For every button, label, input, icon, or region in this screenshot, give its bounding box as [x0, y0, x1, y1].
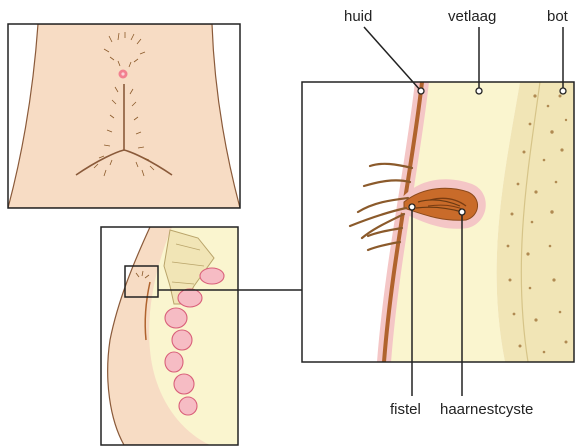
detail-panel — [302, 82, 574, 362]
label-bone: bot — [547, 8, 569, 25]
label-fat-layer-group: vetlaag — [448, 8, 496, 94]
back-view-panel — [8, 24, 240, 208]
label-pilonidal-cyst: haarnestcyste — [440, 401, 533, 418]
label-skin: huid — [344, 8, 372, 25]
label-fat-layer: vetlaag — [448, 8, 496, 25]
label-bone-group: bot — [547, 8, 569, 94]
label-skin-group: huid — [344, 8, 424, 94]
side-view-panel — [101, 227, 238, 445]
label-fistula: fistel — [390, 401, 421, 418]
